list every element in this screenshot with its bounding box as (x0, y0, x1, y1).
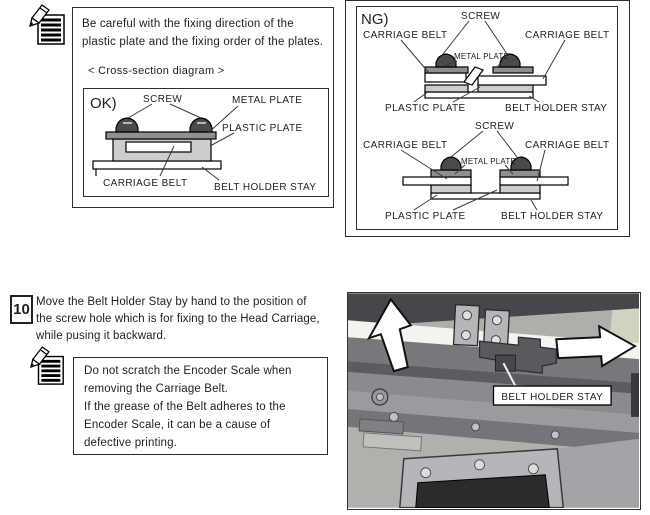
ng-diagram-top: NG) SCREW CARRIAGE BELT CARRIAGE BELT ME… (361, 11, 609, 114)
encoder-caution-box: Do not scratch the Encoder Scale when re… (73, 357, 328, 455)
carriage-illustration-box: BELT HOLDER STAY (347, 292, 641, 510)
label-plastic-plate: PLASTIC PLATE (222, 123, 303, 134)
ng-title: NG) (361, 11, 389, 28)
screw-shape (510, 156, 532, 171)
step-instruction-text: Move the Belt Holder Stay by hand to the… (36, 296, 320, 343)
carriage-illustration: BELT HOLDER STAY (348, 293, 639, 508)
ok-diagram-box: OK) SCREW METAL PLATE PLASTIC PLATE CARR… (83, 88, 329, 197)
label-carriage-belt: CARRIAGE BELT (103, 178, 187, 189)
label-screw: SCREW (475, 121, 514, 132)
label-belt-holder-stay: BELT HOLDER STAY (505, 103, 607, 114)
ok-title: OK) (90, 95, 117, 112)
cross-section-caption: < Cross-section diagram > (88, 65, 225, 77)
caution-text: Be careful with the fixing direction of … (82, 18, 324, 48)
belt-holder-stay-part (478, 336, 557, 374)
photo-callout: BELT HOLDER STAY (492, 385, 612, 406)
ok-diagram: OK) SCREW METAL PLATE PLASTIC PLATE CARR… (90, 94, 316, 193)
label-plastic-plate: PLASTIC PLATE (385, 211, 466, 222)
metal-plate-shape (105, 131, 217, 140)
ng-diagram-box: NG) SCREW CARRIAGE BELT CARRIAGE BELT ME… (356, 6, 618, 230)
head-carriage-bracket (399, 448, 565, 508)
step-number-box: 10 (10, 295, 33, 324)
screw-shape (115, 117, 139, 133)
label-screw: SCREW (461, 11, 500, 22)
label-metal-plate: METAL PLATE (454, 52, 509, 61)
memo-note-icon (30, 346, 64, 385)
right-arrow-icon (555, 324, 637, 368)
ng-panel-outer-box: NG) SCREW CARRIAGE BELT CARRIAGE BELT ME… (345, 0, 630, 237)
screw-shape (189, 117, 213, 133)
encoder-caution-text: Do not scratch the Encoder Scale when re… (84, 365, 292, 449)
ng-diagrams: NG) SCREW CARRIAGE BELT CARRIAGE BELT ME… (361, 11, 609, 222)
carriage-belt-shape (125, 141, 192, 153)
belt-holder-stay-shape (92, 160, 222, 170)
step-number: 10 (13, 301, 30, 318)
metal-plate-shape (452, 303, 481, 347)
label-carriage-belt: CARRIAGE BELT (525, 140, 609, 151)
screw-head (371, 388, 389, 406)
label-screw: SCREW (143, 94, 182, 105)
label-carriage-belt: CARRIAGE BELT (525, 30, 609, 41)
label-belt-holder-stay: BELT HOLDER STAY (501, 211, 603, 222)
label-carriage-belt: CARRIAGE BELT (363, 30, 447, 41)
ng-diagram-bottom: SCREW CARRIAGE BELT CARRIAGE BELT METAL … (363, 121, 609, 222)
label-belt-holder-stay: BELT HOLDER STAY (501, 392, 603, 403)
caution-note-box: Be careful with the fixing direction of … (72, 7, 334, 208)
screw-shape (440, 156, 462, 171)
label-belt-holder-stay: BELT HOLDER STAY (214, 182, 316, 193)
label-metal-plate: METAL PLATE (232, 95, 302, 106)
up-arrow-icon (366, 297, 413, 373)
screw-shape (499, 53, 521, 68)
label-plastic-plate: PLASTIC PLATE (385, 103, 466, 114)
label-carriage-belt: CARRIAGE BELT (363, 140, 447, 151)
memo-note-icon (29, 4, 65, 45)
label-metal-plate: METAL PLATE (461, 157, 516, 166)
